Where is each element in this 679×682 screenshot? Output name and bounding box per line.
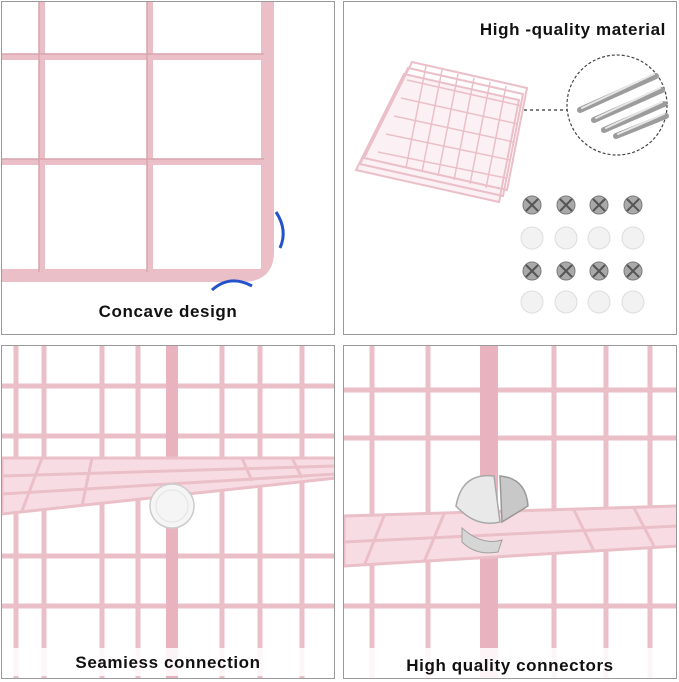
- connector-and-cap-set: [520, 195, 645, 314]
- stacked-grid-panels: [354, 60, 529, 204]
- caption-high-quality-material: High -quality material: [479, 20, 666, 39]
- panel-high-quality-material: High -quality material: [343, 1, 677, 335]
- caption-concave-design: Concave design: [98, 302, 238, 321]
- white-cap-connector: [149, 483, 195, 529]
- panel-seamless-connection: Seamiess connection: [1, 345, 335, 679]
- material-illustration: [354, 54, 669, 314]
- connector-closeup-illustration: [344, 346, 676, 678]
- steel-rod-closeup: [566, 54, 669, 156]
- plastic-connector-piece: [455, 474, 529, 554]
- caption-seamless-connection: Seamiess connection: [2, 648, 334, 676]
- concave-grid-corner-illustration: [2, 2, 285, 292]
- panel-concave-design: Concave design: [1, 1, 335, 335]
- seamless-connection-illustration: [2, 346, 334, 678]
- panel-high-quality-connectors: High quality connectors: [343, 345, 677, 679]
- caption-high-quality-connectors: High quality connectors: [344, 648, 676, 678]
